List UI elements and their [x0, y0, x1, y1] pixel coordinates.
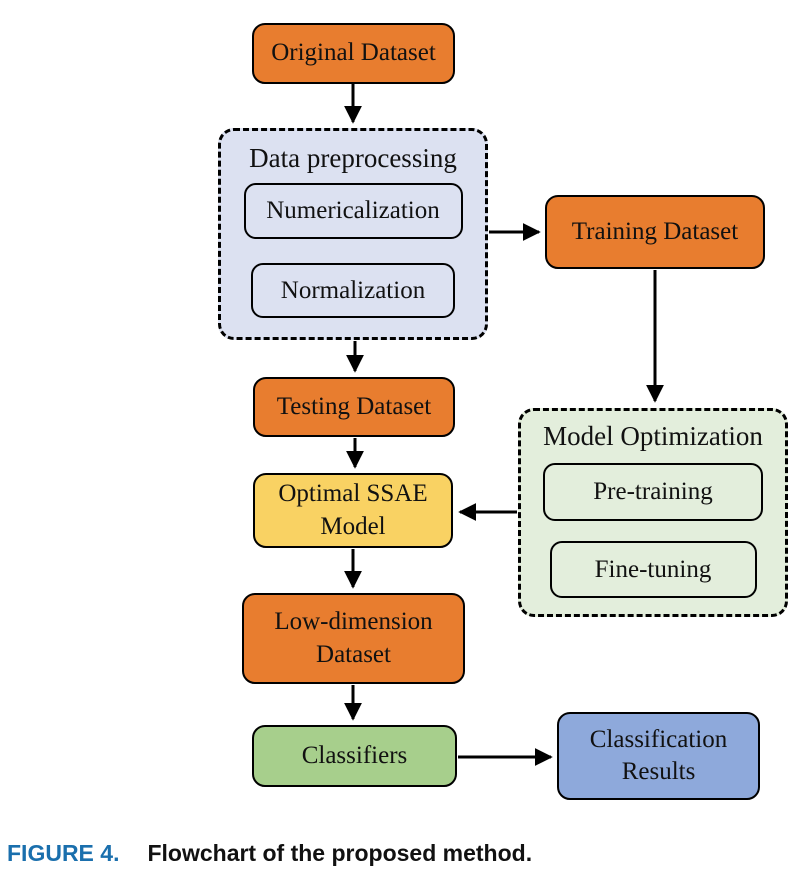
group-label-data-preprocessing: Data preprocessing — [249, 143, 457, 173]
node-low-dimension-dataset: Low-dimension Dataset — [242, 593, 465, 684]
group-data-preprocessing: Data preprocessing Numericalization Norm… — [218, 128, 488, 340]
group-model-optimization: Model Optimization Pre-training Fine-tun… — [518, 408, 788, 617]
node-original-dataset: Original Dataset — [252, 23, 455, 84]
node-pre-training: Pre-training — [543, 463, 763, 521]
node-numericalization: Numericalization — [243, 183, 463, 239]
node-classification-results: Classification Results — [557, 712, 760, 800]
node-normalization: Normalization — [251, 263, 455, 318]
node-training-dataset: Training Dataset — [545, 195, 765, 269]
figure-caption-text: Flowchart of the proposed method. — [147, 840, 533, 866]
node-optimal-ssae-model: Optimal SSAE Model — [253, 473, 453, 548]
group-label-model-optimization: Model Optimization — [543, 421, 763, 451]
figure-caption-label: FIGURE 4. — [7, 840, 120, 866]
figure-caption: FIGURE 4. Flowchart of the proposed metho… — [7, 840, 532, 867]
node-classifiers: Classifiers — [252, 725, 457, 787]
node-fine-tuning: Fine-tuning — [549, 541, 757, 598]
node-testing-dataset: Testing Dataset — [253, 377, 455, 437]
